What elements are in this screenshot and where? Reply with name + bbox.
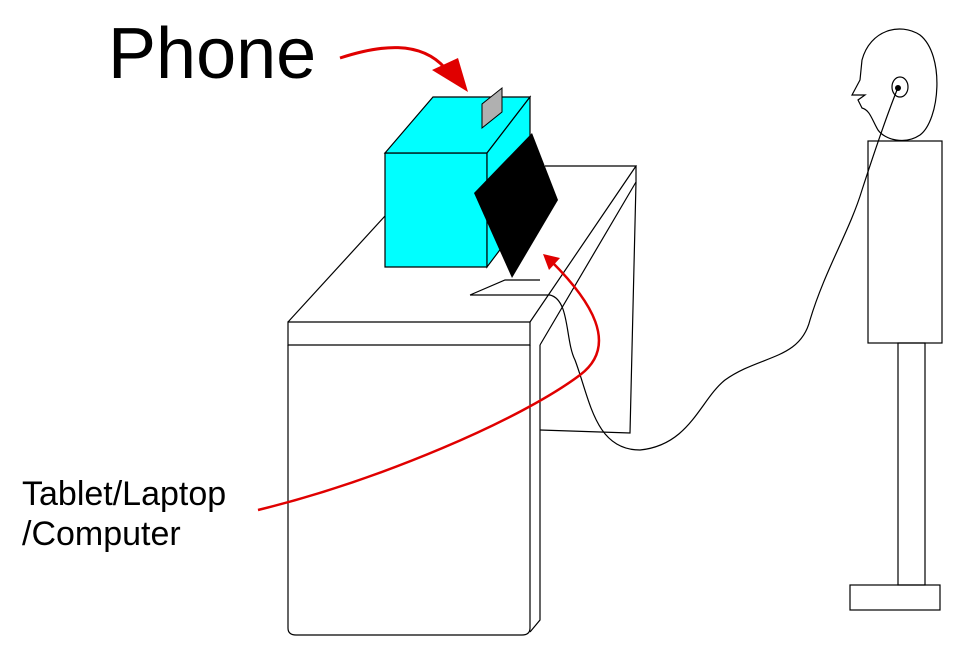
device-arrow — [257, 254, 601, 512]
device-label-line2: /Computer — [22, 515, 181, 553]
phone-label: Phone — [108, 14, 316, 94]
phone-arrow — [339, 46, 468, 92]
desk — [287, 165, 638, 636]
phone-shape — [481, 86, 503, 130]
device-label-line1: Tablet/Laptop — [22, 475, 226, 513]
person — [849, 28, 943, 611]
tablet-shape — [474, 133, 558, 278]
earphone-cable — [549, 89, 898, 451]
